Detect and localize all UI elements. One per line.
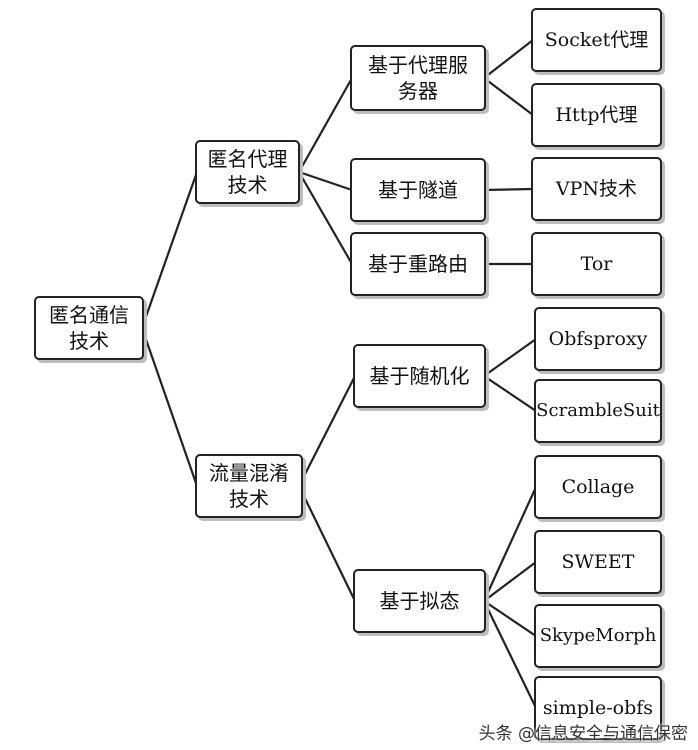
leaf-vpn: VPN技术 <box>531 157 662 221</box>
edge-obfs-mimic <box>298 485 356 602</box>
node-root-anonymous-communication: 匿名通信 技术 <box>34 296 144 360</box>
edge-server-http <box>483 77 534 116</box>
edge-mimic-simpleobfs <box>483 600 537 709</box>
edge-proxy-tunnel <box>298 170 353 192</box>
edge-mimic-sweet <box>483 561 537 602</box>
leaf-tor: Tor <box>531 232 662 296</box>
leaf-sweet: SWEET <box>534 530 662 594</box>
leaf-http-proxy: Http代理 <box>531 83 662 147</box>
node-proxy-server-based: 基于代理服 务器 <box>350 45 486 111</box>
node-tunnel-based: 基于隧道 <box>350 158 486 222</box>
leaf-scramblesuit: ScrambleSuit <box>534 379 662 443</box>
node-traffic-obfuscation: 流量混淆 技术 <box>195 454 303 518</box>
leaf-obfsproxy: Obfsproxy <box>534 307 662 371</box>
edge-proxy-server <box>298 77 353 173</box>
edge-mimic-collage <box>482 486 538 602</box>
leaf-collage: Collage <box>534 455 662 519</box>
edge-obfs-random <box>298 375 356 487</box>
node-randomization-based: 基于随机化 <box>353 344 486 408</box>
leaf-socket-proxy: Socket代理 <box>531 8 662 72</box>
edge-proxy-reroute <box>298 171 353 265</box>
edge-tunnel-vpn <box>483 187 534 192</box>
leaf-skypemorph: SkypeMorph <box>534 604 662 668</box>
leaf-simple-obfs: simple-obfs <box>534 676 662 740</box>
edge-mimic-skypemorph <box>483 600 537 637</box>
node-mimicry-based: 基于拟态 <box>353 569 486 633</box>
node-rerouting-based: 基于重路由 <box>350 232 486 296</box>
node-anonymous-proxy: 匿名代理 技术 <box>195 140 300 204</box>
edge-random-scramblesuit <box>483 375 537 412</box>
edge-random-obfsproxy <box>483 338 537 377</box>
edge-server-socket <box>483 39 534 79</box>
edge-root-proxy <box>140 171 199 329</box>
edge-root-obfuscation <box>140 327 199 487</box>
watermark-text: 头条 @信息安全与通信保密 <box>478 724 688 744</box>
